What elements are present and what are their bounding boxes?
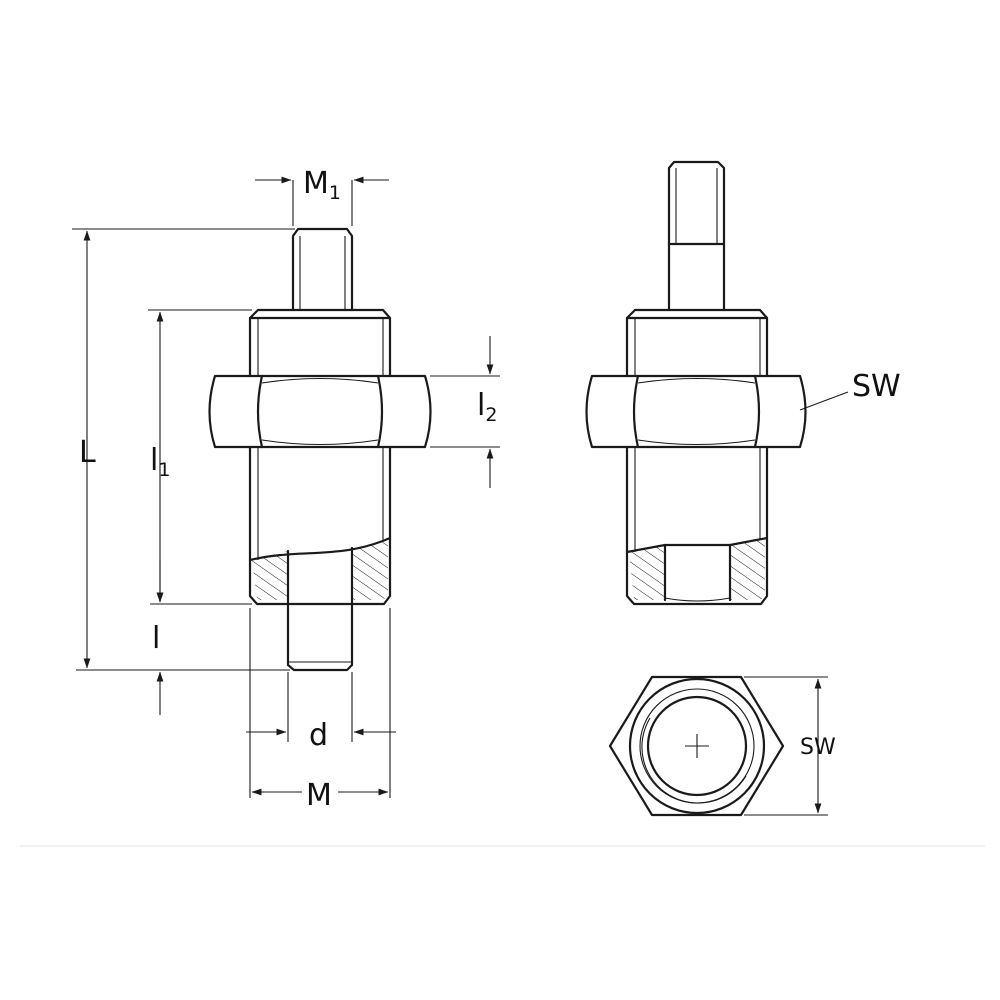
dimension-lines	[72, 176, 849, 816]
dimension-labels: M1 L l1 l2 l d M SW SW	[79, 166, 901, 813]
plunger-body	[248, 308, 392, 606]
label-sw-side: SW	[852, 369, 901, 404]
side-view	[585, 160, 807, 606]
label-sw-top: SW	[800, 735, 836, 760]
label-l1: l1	[150, 443, 170, 481]
threaded-stud-side	[667, 160, 726, 312]
front-view	[208, 227, 432, 672]
label-l: l	[152, 621, 160, 656]
label-m1: M1	[303, 166, 341, 204]
label-d: d	[309, 718, 328, 753]
top-view	[608, 675, 785, 817]
label-l2: l2	[477, 388, 497, 426]
threaded-stud	[291, 227, 354, 312]
hex-nut-front	[208, 374, 432, 449]
plunger-pin	[286, 546, 354, 672]
hex-nut-side	[585, 374, 807, 449]
label-L: L	[79, 435, 96, 470]
plunger-body-side	[625, 308, 769, 606]
label-M: M	[306, 778, 332, 813]
